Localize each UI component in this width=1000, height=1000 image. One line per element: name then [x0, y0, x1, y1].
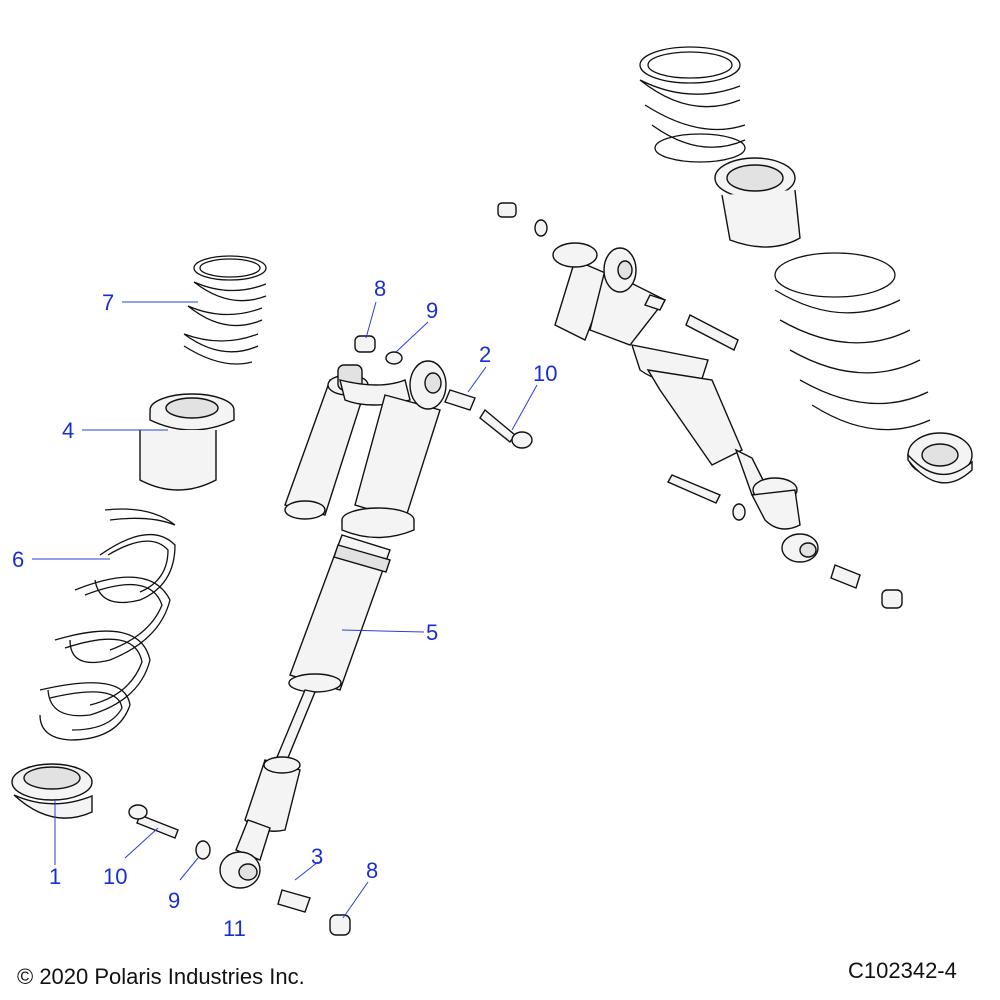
callout-3: 3	[311, 844, 324, 869]
assembled-bushing-top	[497, 202, 517, 218]
callout-1: 1	[49, 864, 62, 889]
bushing-8-upper	[354, 335, 376, 353]
callout-2: 2	[479, 342, 492, 367]
callout-8-lower: 8	[366, 858, 379, 883]
bushing-8-lower	[329, 914, 351, 936]
spring-seat-1	[11, 763, 93, 819]
upper-spring-7	[183, 255, 267, 365]
main-spring-6	[39, 508, 176, 741]
bolt-10-upper	[479, 408, 533, 449]
bolt-10-lower	[128, 804, 179, 839]
assembled-shock-right	[497, 46, 973, 609]
pin-3	[277, 889, 311, 913]
callout-7: 7	[102, 290, 115, 315]
assembled-spacer	[714, 157, 801, 248]
assembled-bushing-lower	[881, 589, 903, 609]
callout-9-lower: 9	[168, 888, 181, 913]
pin-2	[444, 389, 476, 411]
callout-4: 4	[62, 418, 75, 443]
drawing-id: C102342-4	[848, 958, 957, 983]
assembled-bolt-lower	[667, 474, 721, 504]
callout-11: 11	[223, 916, 246, 941]
assembled-pin-lower	[830, 564, 861, 589]
leader-lines	[32, 301, 538, 919]
washer-9-upper	[385, 351, 403, 365]
assembled-washer-top	[534, 219, 548, 237]
shock-absorber-5	[219, 360, 447, 889]
washer-9-lower	[195, 840, 211, 860]
spacer-4	[139, 393, 235, 491]
callout-5: 5	[426, 620, 439, 645]
assembled-main-spring	[774, 252, 931, 431]
callout-8-upper: 8	[374, 276, 387, 301]
assembled-upper-spring	[639, 46, 746, 163]
assembled-washer-lower	[732, 503, 746, 521]
callout-9-upper: 9	[426, 298, 439, 323]
assembled-spring-seat	[907, 432, 973, 484]
callout-10-lower: 10	[103, 864, 128, 889]
copyright-notice: © 2020 Polaris Industries Inc.	[17, 964, 305, 989]
callout-6: 6	[12, 547, 25, 572]
callout-10-upper: 10	[533, 361, 558, 386]
